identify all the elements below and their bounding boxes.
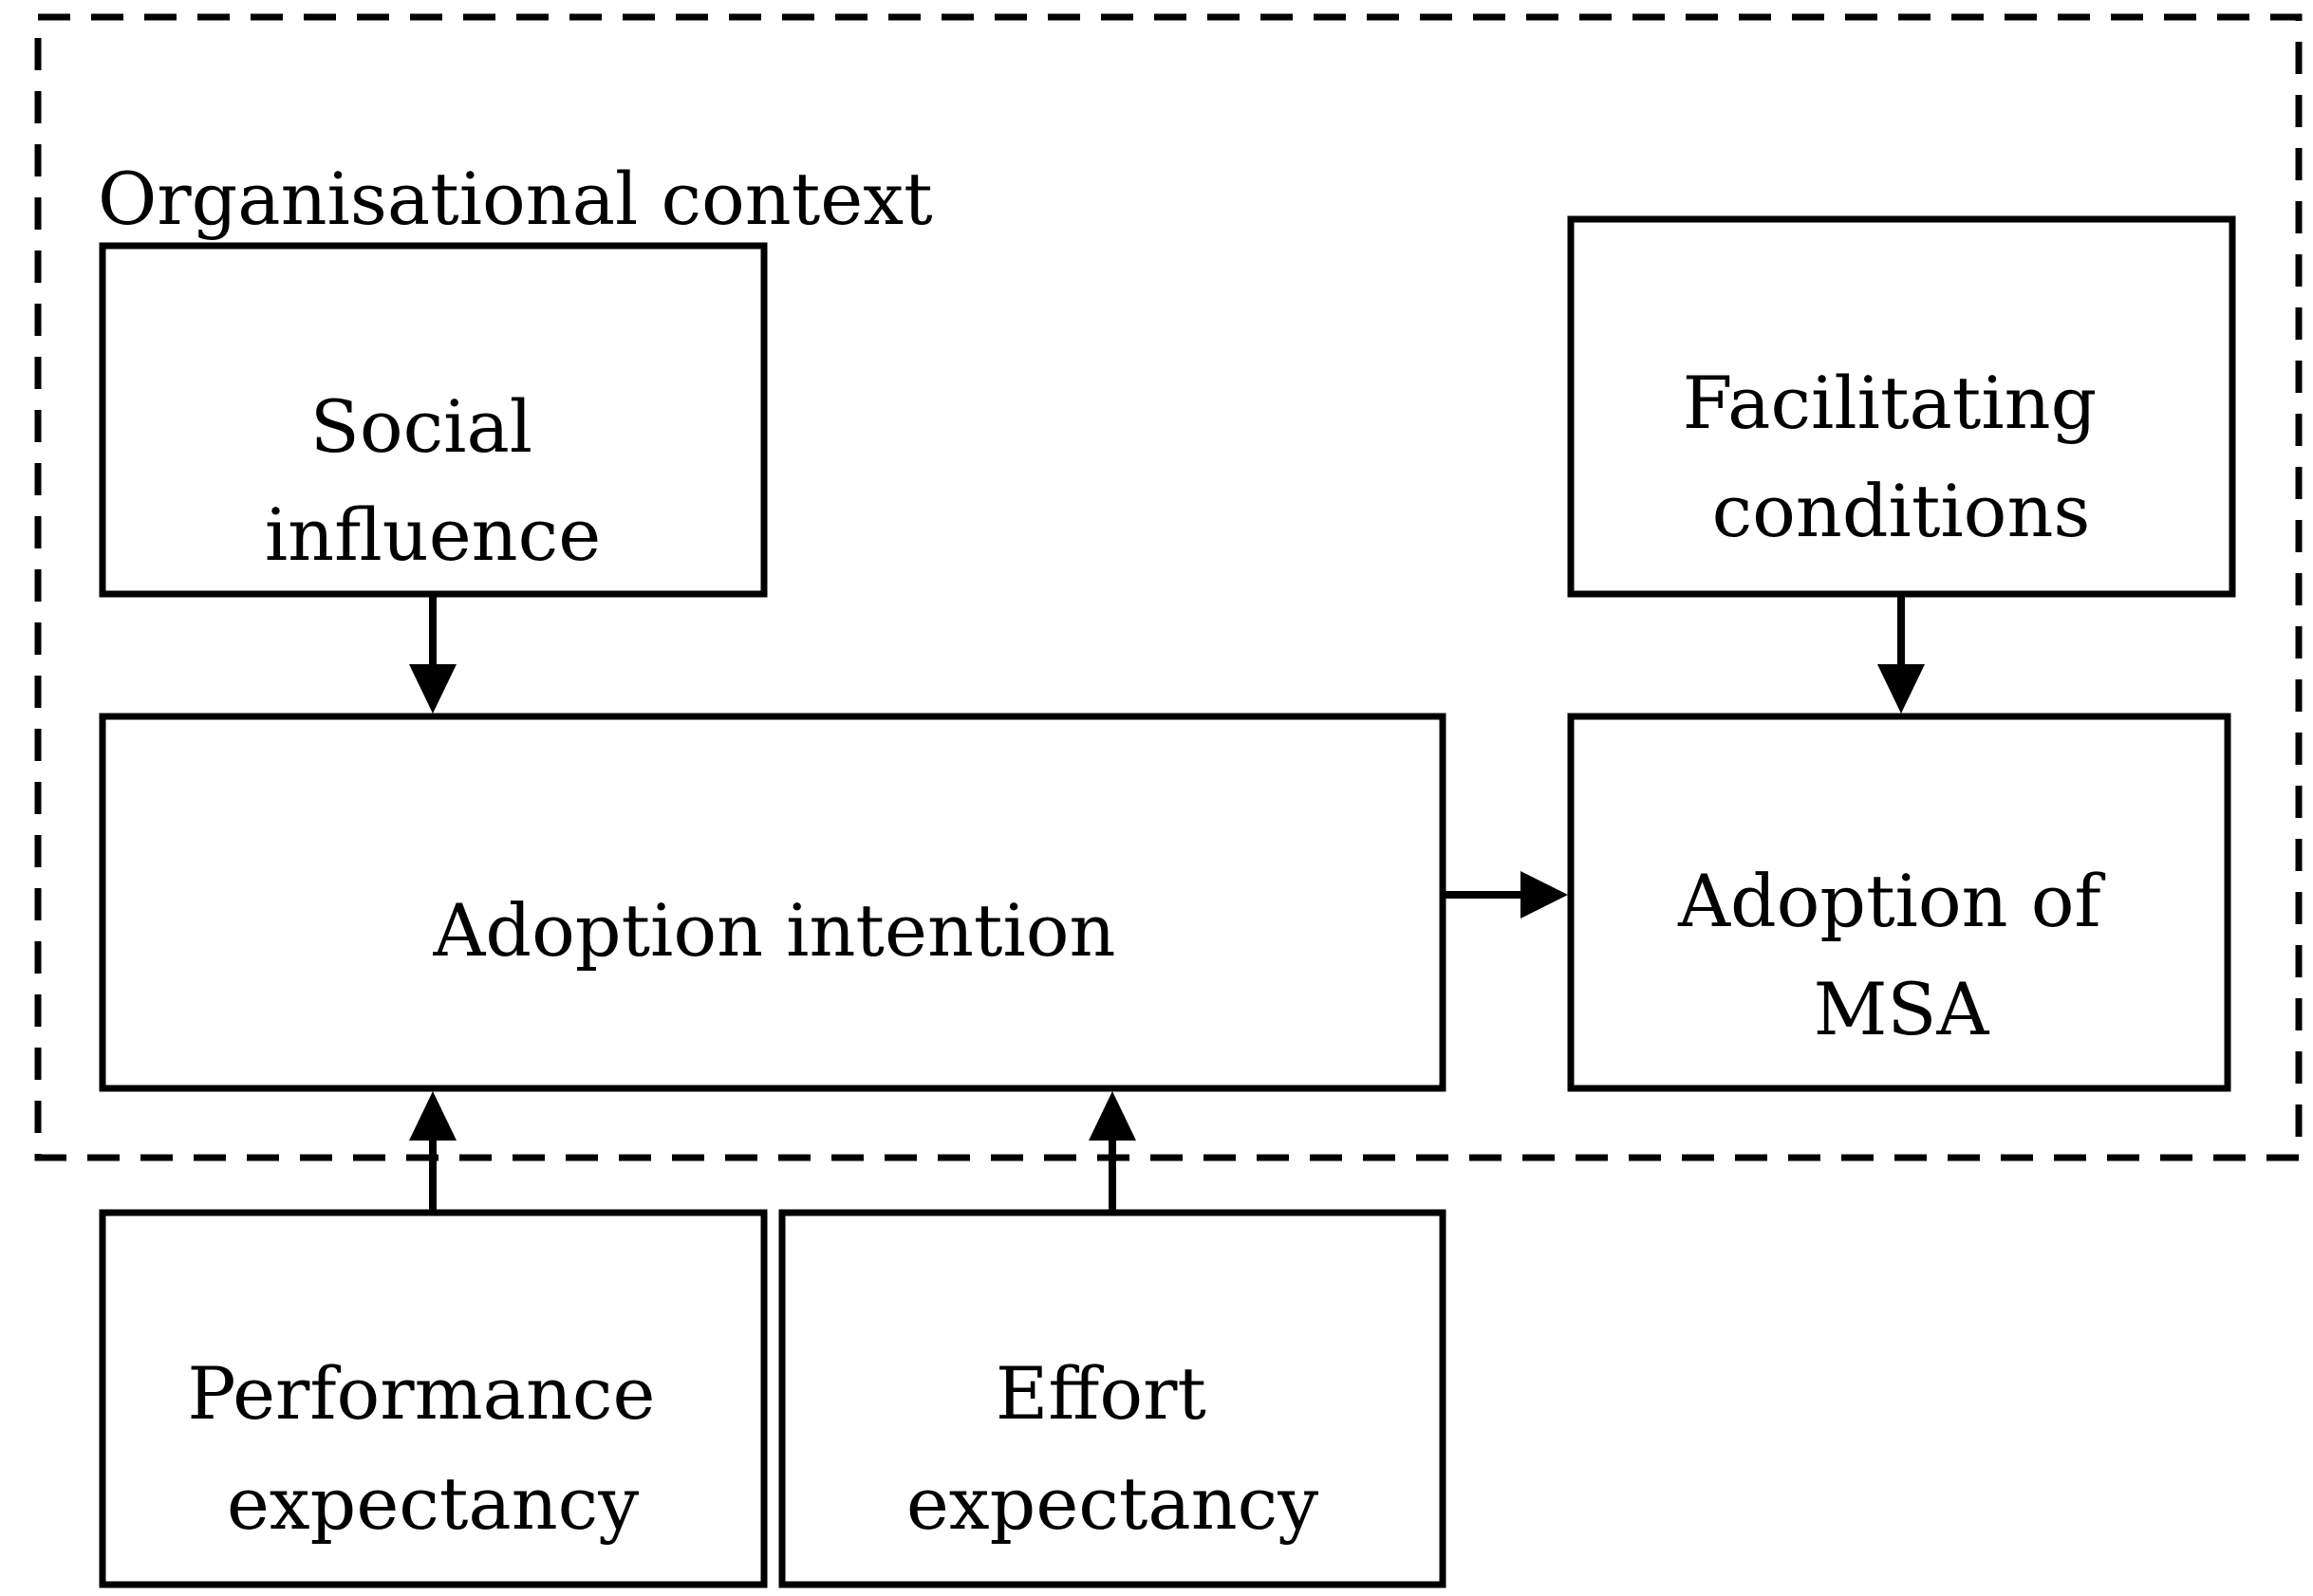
arrowhead-facilitating-conditions	[1877, 664, 1925, 714]
organisational-context-group: Organisational context	[34, 13, 2303, 1161]
adoption-intention-box	[99, 713, 1446, 1092]
arrowhead-adoption-intention	[1520, 871, 1568, 919]
facilitating-conditions-node: Facilitating conditions	[1567, 215, 2236, 598]
arrowhead-effort-expectancy	[1089, 1091, 1136, 1141]
adoption-msa-label: Adoption of MSA	[1677, 859, 2124, 1051]
organisational-context-boundary	[34, 13, 2303, 1161]
facilitating-conditions-label: Facilitating conditions	[1683, 361, 2120, 553]
performance-expectancy-node: Performance expectancy	[99, 1209, 768, 1588]
social-influence-node: Social influence	[99, 242, 768, 598]
arrowhead-social-influence	[409, 664, 457, 714]
social-influence-label: Social influence	[265, 384, 601, 577]
performance-expectancy-box	[99, 1209, 768, 1588]
adoption-intention-node: Adoption intention	[99, 713, 1446, 1092]
adoption-intention-label: Adoption intention	[433, 888, 1116, 973]
adoption-msa-node: Adoption of MSA	[1567, 713, 2231, 1092]
effort-expectancy-node: Effort expectancy	[778, 1209, 1446, 1588]
social-influence-box	[99, 242, 768, 598]
edges-group	[409, 596, 1925, 1211]
effort-expectancy-box	[778, 1209, 1446, 1588]
performance-expectancy-label: Performance expectancy	[187, 1351, 678, 1546]
facilitating-conditions-box	[1567, 215, 2236, 598]
adoption-msa-box	[1567, 713, 2231, 1092]
arrowhead-performance-expectancy	[409, 1091, 457, 1141]
organisational-context-label: Organisational context	[98, 157, 933, 241]
effort-expectancy-label: Effort expectancy	[906, 1351, 1318, 1546]
